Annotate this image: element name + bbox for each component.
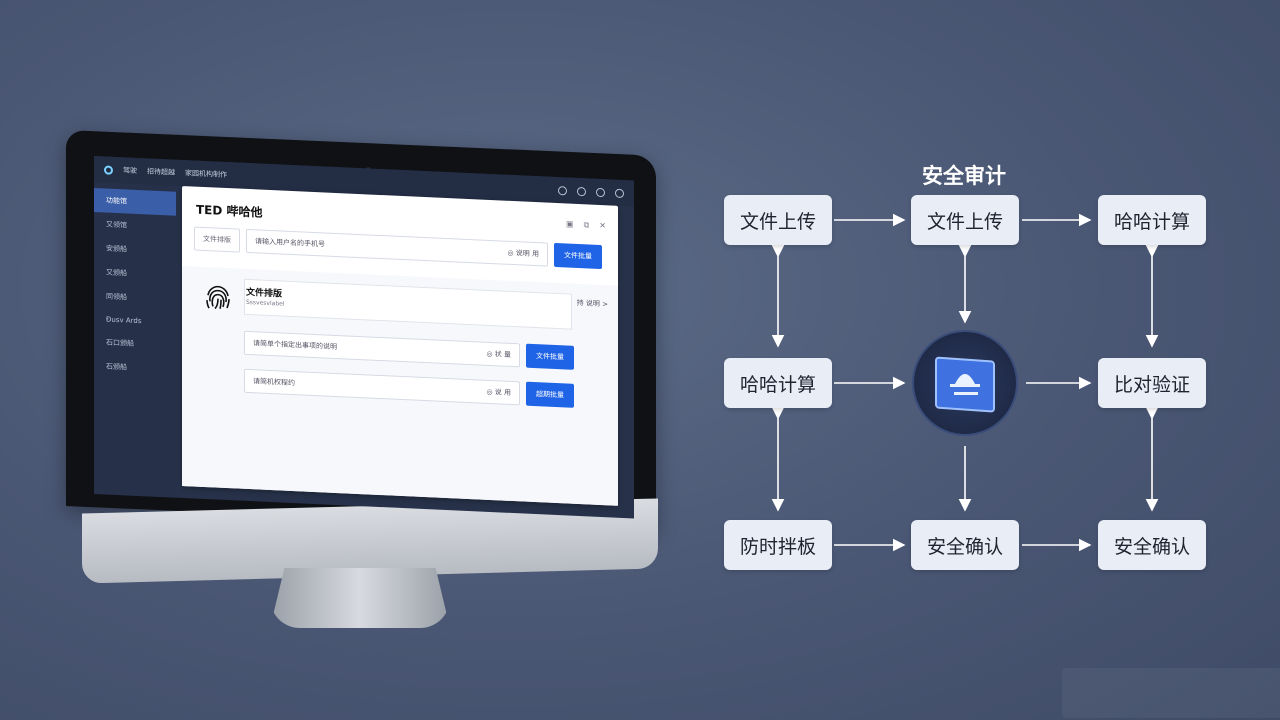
fingerprint-icon bbox=[206, 285, 230, 310]
node-bot-mid: 安全确认 bbox=[911, 520, 1019, 570]
node-bot-left: 防时拌板 bbox=[724, 520, 832, 570]
shield-screen-icon bbox=[935, 356, 995, 413]
node-top-mid: 文件上传 bbox=[911, 195, 1019, 245]
main-panel: TED 哔哈他 ▣ ⧉ ✕ 文件排版 请输入用户名的手机号 ◎ 说明 用 文件批… bbox=[182, 185, 618, 506]
diagram-title: 安全审计 bbox=[922, 164, 1006, 188]
node-bot-right: 安全确认 bbox=[1098, 520, 1206, 570]
watermark bbox=[1062, 668, 1280, 718]
monitor-stand bbox=[270, 568, 450, 628]
monitor-screen: 驾驶 招待超越 家园机构制作 功能馆 又领馆 安颁船 又颁船 同领船 Ðusv … bbox=[94, 156, 634, 519]
node-top-left: 文件上传 bbox=[724, 195, 832, 245]
node-top-right: 哈哈计算 bbox=[1098, 195, 1206, 245]
file-section: 文件排版 Sssvesvlabel 持 说明 > 请简单个指定出事项的说明 ◎ … bbox=[182, 265, 618, 506]
center-hub bbox=[912, 330, 1018, 436]
node-mid-left: 哈哈计算 bbox=[724, 358, 832, 408]
node-mid-right: 比对验证 bbox=[1098, 358, 1206, 408]
